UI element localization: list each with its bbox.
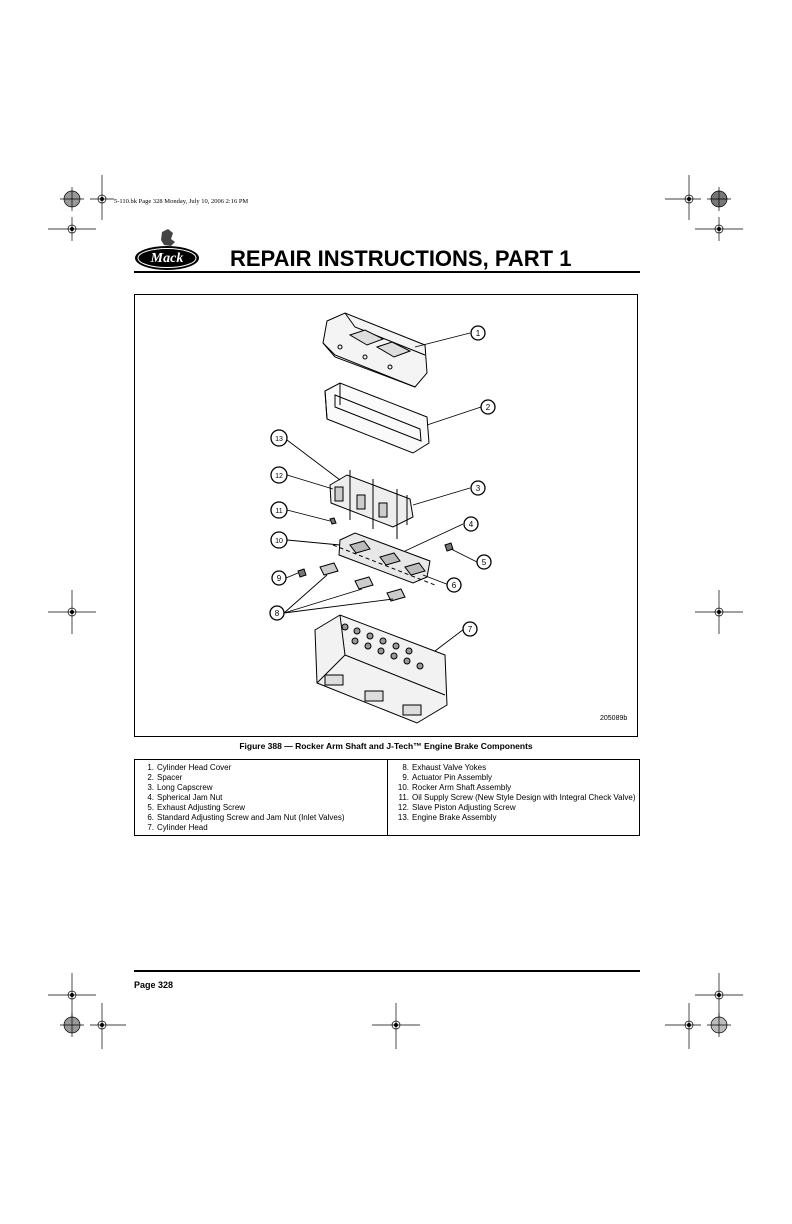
figure-frame: 1 2 3 4 5 6 7 8 9 10 11 12 13 (134, 294, 638, 737)
svg-text:8: 8 (275, 609, 280, 618)
exhaust-valve-yokes (319, 562, 406, 602)
callout-6: 6 (446, 577, 462, 593)
svg-text:9: 9 (277, 574, 282, 583)
svg-text:10: 10 (275, 538, 283, 545)
legend-item: 11.Oil Supply Screw (New Style Design wi… (398, 793, 636, 802)
callout-3: 3 (470, 480, 486, 496)
svg-text:13: 13 (275, 436, 283, 443)
callout-9: 9 (271, 570, 287, 586)
footer-rule (134, 970, 640, 972)
svg-text:2: 2 (486, 403, 491, 412)
callout-2: 2 (480, 399, 496, 415)
spacer (324, 382, 430, 454)
callout-13: 13 (270, 429, 288, 447)
svg-text:6: 6 (452, 581, 457, 590)
callout-7: 7 (462, 621, 478, 637)
mack-logo: Mack (135, 229, 199, 270)
cylinder-head (314, 614, 448, 724)
callout-5: 5 (476, 554, 492, 570)
svg-text:1: 1 (476, 329, 481, 338)
svg-text:11: 11 (275, 508, 282, 515)
logo-wordmark: Mack (150, 251, 184, 266)
callout-8: 8 (269, 605, 285, 621)
callout-1: 1 (470, 325, 486, 341)
legend-item: 5.Exhaust Adjusting Screw (147, 803, 246, 812)
svg-text:5: 5 (482, 558, 487, 567)
legend-item: 1.Cylinder Head Cover (147, 763, 232, 772)
figure-id: 205089b (600, 715, 628, 722)
figure-caption: Figure 388 — Rocker Arm Shaft and J-Tech… (239, 741, 533, 751)
legend-item: 9.Actuator Pin Assembly (402, 773, 493, 782)
legend-item: 6.Standard Adjusting Screw and Jam Nut (… (147, 813, 345, 822)
legend-item: 2.Spacer (147, 773, 183, 782)
legend-item: 3.Long Capscrew (147, 783, 213, 792)
actuator-pin (297, 568, 307, 578)
legend-item: 12.Slave Piston Adjusting Screw (397, 803, 516, 812)
legend-column-left: 1.Cylinder Head Cover 2.Spacer 3.Long Ca… (135, 760, 388, 835)
svg-text:12: 12 (275, 473, 283, 480)
callout-11: 11 (270, 501, 288, 519)
svg-text:4: 4 (469, 520, 474, 529)
page-title: REPAIR INSTRUCTIONS, PART 1 (230, 246, 572, 271)
svg-text:7: 7 (468, 625, 473, 634)
legend-column-right: 8.Exhaust Valve Yokes 9.Actuator Pin Ass… (388, 760, 639, 835)
oil-supply-screw-part (329, 517, 337, 525)
callout-12: 12 (270, 466, 288, 484)
legend-item: 10.Rocker Arm Shaft Assembly (397, 783, 512, 792)
svg-text:3: 3 (476, 484, 481, 493)
callout-4: 4 (463, 516, 479, 532)
legend-item: 7.Cylinder Head (147, 823, 208, 832)
exploded-diagram: 1 2 3 4 5 6 7 8 9 10 11 12 13 (269, 312, 496, 724)
page-number: Page 328 (134, 980, 174, 990)
legend-table: 1.Cylinder Head Cover 2.Spacer 3.Long Ca… (134, 759, 640, 836)
callout-10: 10 (270, 531, 288, 549)
cylinder-head-cover (322, 312, 428, 388)
legend-item: 13.Engine Brake Assembly (397, 813, 497, 822)
engine-brake-assembly (329, 470, 414, 539)
legend-item: 8.Exhaust Valve Yokes (402, 763, 487, 772)
header-rule (134, 271, 640, 273)
print-slug: 5-110.bk Page 328 Monday, July 10, 2006 … (114, 198, 249, 205)
rocker-arm-shaft-assembly (332, 532, 436, 586)
legend-item: 4.Spherical Jam Nut (147, 793, 223, 802)
